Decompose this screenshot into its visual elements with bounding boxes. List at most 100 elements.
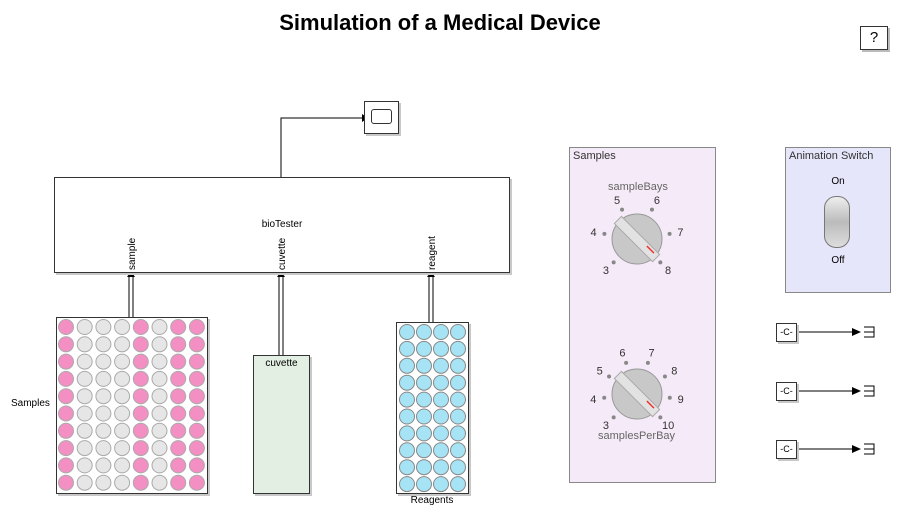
sample-bays-knob-tick-dot [667,231,672,236]
reagent-well [433,425,449,442]
reagent-well [399,357,415,374]
reagent-well [416,324,432,340]
sample-well [114,370,131,387]
samples-per-bay-knob-tick-label: 6 [619,347,625,359]
sample-well [132,388,149,405]
samples-per-bay-knob-tick-label: 10 [662,420,674,432]
sample-well [132,422,149,439]
port-cuvette: cuvette [277,237,288,270]
reagent-well [450,340,466,357]
sample-bays-knob-tick-dot [611,260,616,265]
sample-bays-knob-tick-label: 7 [677,227,683,239]
samples-per-bay-knob-tick-label: 4 [590,394,596,406]
sample-well [151,388,168,405]
reagent-well [433,391,449,408]
reagent-well [416,425,432,442]
reagent-well [450,357,466,374]
reagent-well [416,408,432,425]
sample-well [58,319,74,335]
sample-well [188,422,205,439]
sample-well [114,319,131,335]
reagent-well [450,425,466,442]
sample-well [58,388,74,405]
samples-per-bay-knob-pointer [613,370,661,418]
cuvette-block[interactable]: cuvette [253,355,310,494]
biotester-block[interactable]: bioTester sample cuvette reagent [54,177,510,273]
sample-well [151,319,168,335]
sample-well [114,422,131,439]
sample-well [58,370,74,387]
reagent-well [433,374,449,391]
samples-block[interactable] [56,317,208,494]
reagent-well [416,357,432,374]
sample-well [95,336,112,353]
sample-bays-knob-tick-dot [620,207,625,212]
sample-well [132,336,149,353]
reagent-well [399,391,415,408]
reagent-well [399,425,415,442]
reagents-block[interactable] [396,322,469,494]
sample-bays-knob-tick-label: 5 [614,195,620,207]
sample-well [58,405,74,422]
port-sample: sample [127,237,138,270]
sample-well [188,440,205,457]
sample-well [170,388,187,405]
sample-well [151,405,168,422]
sample-well [170,336,187,353]
sample-well [76,440,93,457]
sample-well [151,336,168,353]
reagent-well [416,459,432,476]
reagent-well [399,374,415,391]
reagent-well [433,476,449,493]
sample-well [114,405,131,422]
constant-block-3[interactable]: -C- [776,440,797,459]
reagent-well [450,324,466,340]
sample-well [114,457,131,474]
scope-block[interactable] [364,101,399,134]
sample-well [151,370,168,387]
sample-well [188,474,205,491]
sample-well [76,319,93,335]
sample-well [151,457,168,474]
reagent-well [416,442,432,459]
samples-per-bay-knob-tick-label: 3 [603,420,609,432]
reagent-connection [428,273,434,322]
sample-well [114,336,131,353]
sample-well [114,388,131,405]
samples-per-bay-knob-tick-dot [662,374,667,379]
page-title: Simulation of a Medical Device [279,10,601,35]
animation-toggle-switch[interactable] [824,196,850,248]
constant-lines [797,331,852,450]
sample-well [170,440,187,457]
samples-per-bay-knob-tick-dot [611,415,616,420]
sample-well [76,457,93,474]
scope-icon [371,109,392,124]
sample-well [76,353,93,370]
sample-well [151,440,168,457]
sample-well [95,353,112,370]
sample-well [76,405,93,422]
sample-well [188,370,205,387]
sample-well [95,474,112,491]
biotester-name: bioTester [261,219,303,230]
help-button[interactable]: ? [860,26,888,50]
sample-well [114,353,131,370]
sample-well [170,422,187,439]
sample-well [95,405,112,422]
samples-per-bay-knob-tick-dot [602,395,607,400]
reagent-well [433,408,449,425]
sample-well [170,353,187,370]
sample-well [76,388,93,405]
sample-well [132,457,149,474]
reagent-well [399,324,415,340]
constant-block-1[interactable]: -C- [776,323,797,342]
sample-well [76,474,93,491]
constant-block-2[interactable]: -C- [776,382,797,401]
sample-well [188,388,205,405]
sample-well [114,440,131,457]
switch-on-label: On [831,176,845,187]
reagent-well [416,374,432,391]
sample-well [132,319,149,335]
